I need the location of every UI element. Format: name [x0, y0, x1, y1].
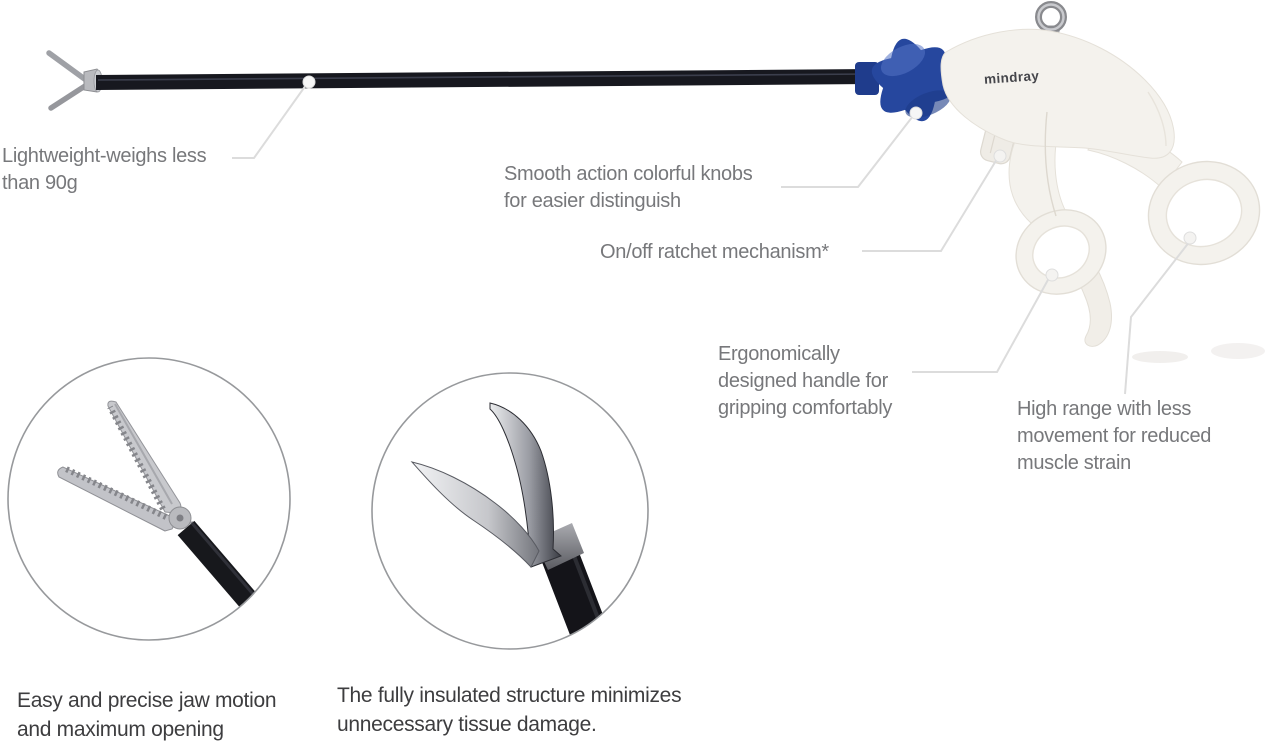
- thumb-ring: [1015, 209, 1107, 295]
- upper-prong: [46, 50, 89, 83]
- inset2-left-blade: [410, 461, 540, 568]
- inset1-shaft-highlight: [189, 521, 260, 601]
- inset2-shaft: [541, 537, 609, 649]
- instrument-shaft: [96, 69, 872, 90]
- shaft-highlight: [97, 73, 871, 81]
- inset2-border-circle: [371, 372, 649, 650]
- leader-knobs: [781, 106, 923, 188]
- body-seam: [1044, 111, 1057, 217]
- inset1-upper-groove: [114, 403, 173, 505]
- marker-dot: [993, 149, 1007, 163]
- marker-dot: [1045, 268, 1059, 282]
- handle: [940, 1, 1265, 363]
- callout-colorful-knobs: Smooth action colorful knobs for easier …: [504, 163, 753, 212]
- marker-dot: [1183, 231, 1197, 245]
- inset2-right-blade: [489, 402, 562, 568]
- knob-highlight: [880, 43, 926, 77]
- inset-insulation: [371, 372, 649, 650]
- callout-high-range: High range with less movement for reduce…: [1017, 398, 1212, 474]
- shadow-smudge: [1132, 351, 1188, 363]
- shadow-smudge: [1211, 343, 1265, 359]
- leader-lightweight: [232, 75, 316, 159]
- body-crease: [1147, 91, 1167, 147]
- leader-ratchet: [862, 149, 1007, 252]
- handle-body: [940, 28, 1175, 159]
- instrument: [46, 1, 1265, 363]
- inset1-pin: [176, 514, 184, 522]
- callout-lightweight: Lightweight-weighs less than 90g: [2, 145, 207, 194]
- inset1-shaft: [177, 520, 269, 622]
- inset-jaw-motion: [7, 357, 291, 641]
- finger-ring: [1147, 160, 1261, 266]
- inset1-upper-teeth: [107, 405, 166, 511]
- leader-lines: [232, 75, 1197, 395]
- caption-jaw-motion: Easy and precise jaw motion and maximum …: [17, 689, 277, 741]
- leader-range: [1124, 231, 1197, 395]
- inset1-lower-teeth: [62, 465, 168, 520]
- lower-prong: [48, 83, 88, 111]
- callout-ergonomic-handle: Ergonomically designed handle for grippi…: [718, 343, 893, 419]
- inset2-shaft-highlight: [572, 555, 603, 627]
- caption-insulation: The fully insulated structure minimizes …: [337, 684, 682, 736]
- jaw-tip: [46, 50, 103, 111]
- leader-handle: [912, 268, 1059, 373]
- marker-dot: [909, 106, 923, 120]
- callout-ratchet: On/off ratchet mechanism*: [600, 241, 829, 263]
- rotation-knob: [855, 38, 955, 122]
- marker-dot: [302, 75, 316, 89]
- inset1-border-circle: [7, 357, 291, 641]
